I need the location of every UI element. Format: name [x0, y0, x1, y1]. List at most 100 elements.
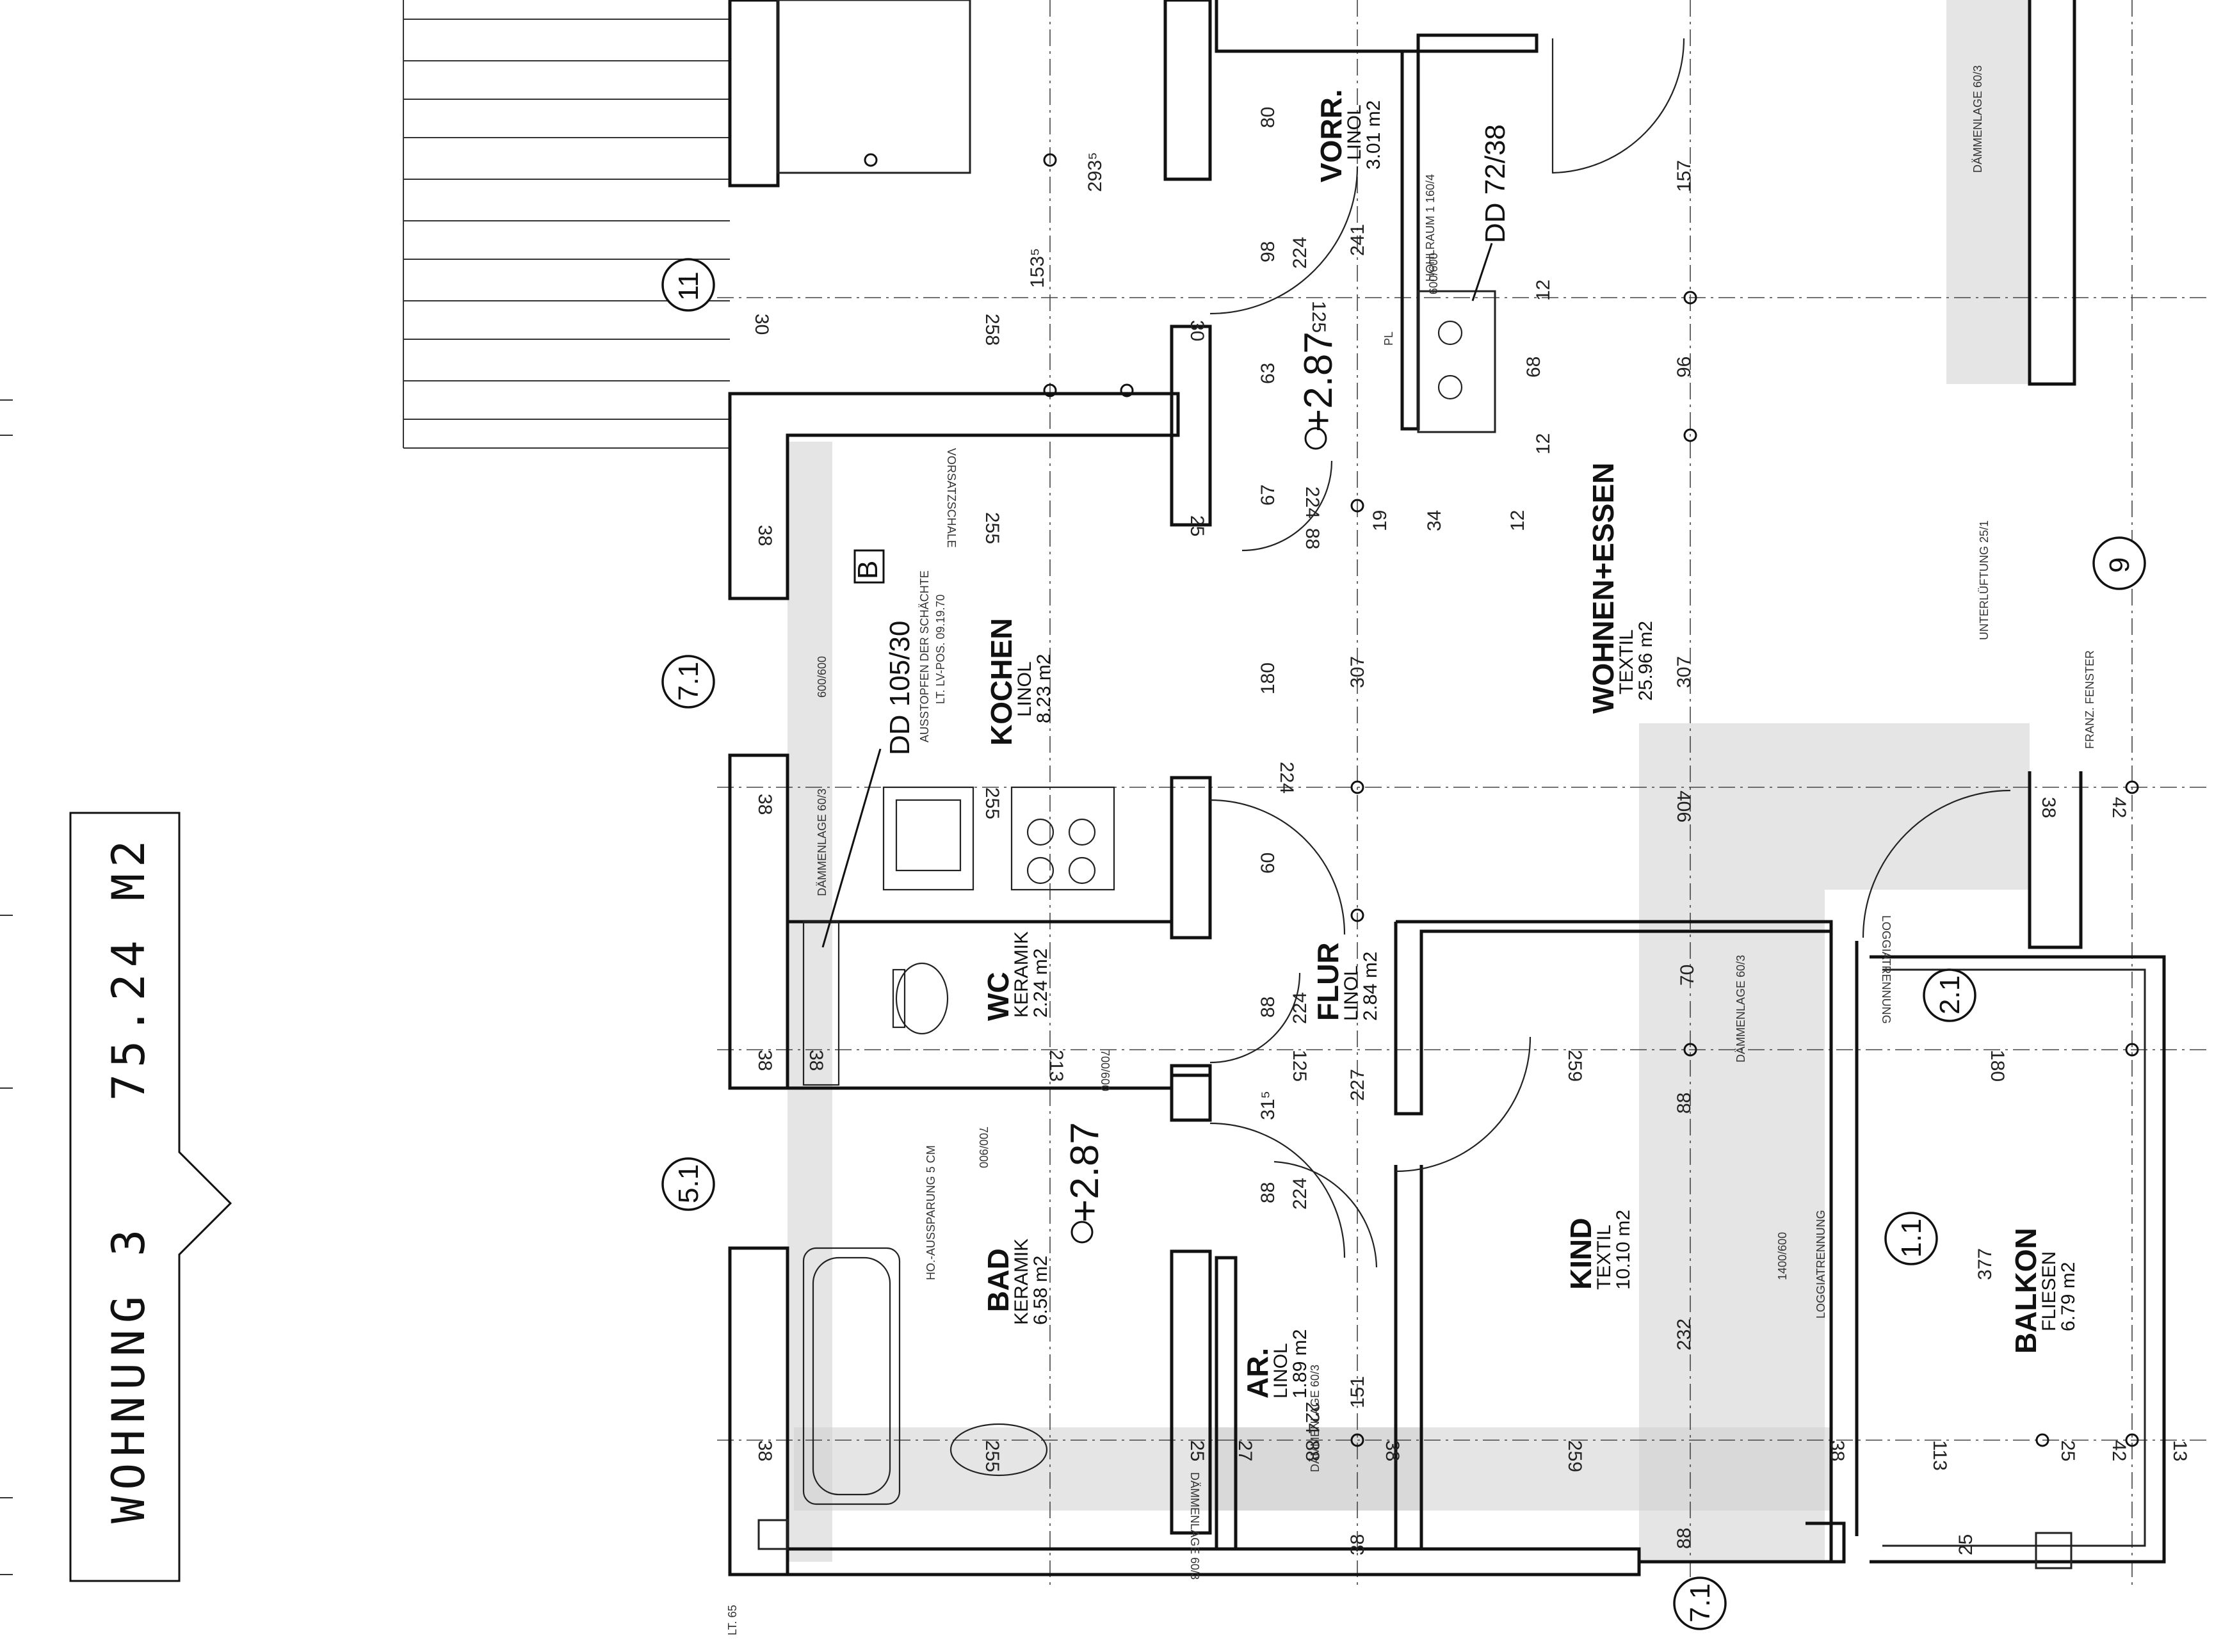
duct-dd-105-30: DD 105/30	[884, 621, 916, 755]
axis-1-1: 1.1	[1896, 1219, 1927, 1258]
dim: 180	[1257, 662, 1279, 694]
room-kind-floor: TEXTIL	[1594, 1224, 1615, 1290]
dim: 224	[1289, 237, 1311, 269]
dimension-ticks	[864, 153, 2139, 1447]
room-wohnen-name: WOHNEN+ESSEN	[1587, 463, 1620, 714]
room-wohnen-floor: TEXTIL	[1616, 629, 1637, 694]
dim: 38	[1382, 1440, 1403, 1461]
note-daemmlage-4: DÄMMENLAGE 60/3	[1309, 1365, 1321, 1472]
dim: 113	[1929, 1440, 1950, 1471]
room-bad-name: BAD	[982, 1248, 1015, 1312]
dim: 27	[1234, 1440, 1256, 1461]
dim: 224	[1289, 1178, 1311, 1210]
annotations: VORSATZSCHALE DÄMMENLAGE 60/3 DÄMMENLAGE…	[726, 65, 2096, 1635]
duct-note-1: AUSSTOPFEN DER SCHÄCHTE	[918, 570, 931, 742]
axis-markers	[661, 258, 2146, 1630]
room-wc-floor: KERAMIK	[1011, 931, 1032, 1018]
dim: 60	[1257, 853, 1279, 874]
dim: 13	[2169, 1440, 2190, 1461]
dim: 224	[1289, 992, 1311, 1024]
room-kochen-name: KOCHEN	[985, 618, 1018, 746]
section-marker-b-label: B	[852, 561, 884, 579]
dim: 25	[1186, 515, 1208, 536]
note-600-600: 600/600	[816, 656, 828, 698]
room-flur-area: 2.84 m2	[1360, 952, 1381, 1021]
dim: 157	[1674, 160, 1695, 192]
dim: 42	[2108, 1440, 2129, 1461]
room-vorr-area: 3.01 m2	[1363, 100, 1384, 170]
axis-7-1-bottom: 7.1	[1685, 1584, 1716, 1623]
dim: 88	[1302, 1440, 1323, 1461]
dim: 224	[1276, 762, 1297, 794]
room-vorr-floor: LINOL	[1344, 104, 1365, 160]
dim: 12	[1507, 510, 1528, 531]
dim: 307	[1674, 656, 1695, 688]
section-marker-b	[853, 549, 885, 584]
dim: 12	[1533, 280, 1554, 301]
dim: 307	[1347, 656, 1368, 688]
dim: 38	[754, 1440, 775, 1461]
axis-5-1: 5.1	[673, 1164, 704, 1203]
axis-7-1: 7.1	[673, 662, 704, 701]
room-kochen-floor: LINOL	[1014, 661, 1035, 717]
dimension-labels: 80 293⁵ 153⁵ 258 30 30 98 224 241 125 15…	[751, 107, 2190, 1555]
hatched-zones	[788, 0, 2030, 1562]
dim: 213	[1046, 1050, 1067, 1082]
level-upper: +2.87	[1297, 332, 1341, 432]
dim: 34	[1424, 510, 1445, 531]
note-daemmlage-3: DÄMMENLAGE 60/3	[1734, 955, 1747, 1063]
dim: 98	[1257, 241, 1279, 262]
level-marker-2	[1071, 1221, 1094, 1244]
dim: 30	[1186, 320, 1208, 341]
duct-dd-72-38: DD 72/38	[1480, 124, 1511, 243]
room-ar-floor: LINOL	[1270, 1343, 1291, 1399]
dim: 224	[1302, 486, 1323, 518]
dim: 153⁵	[1027, 248, 1048, 289]
dim: 406	[1673, 790, 1694, 822]
duct-note-2: LT. LV-POS. 09.19.70	[934, 595, 947, 704]
dim: 38	[754, 794, 775, 815]
dim: 259	[1564, 1440, 1585, 1472]
dim: 38	[754, 525, 775, 546]
dim: 38	[1347, 1534, 1368, 1555]
dim: 80	[1257, 107, 1279, 128]
level-marker-1	[1304, 427, 1327, 450]
note-daemmlage-5: DÄMMENLAGE 60/3	[1188, 1472, 1201, 1580]
dim: 88	[1257, 1182, 1279, 1203]
staircase	[403, 0, 971, 449]
note-unterlueftung: UNTERLÜFTUNG 25/1	[1978, 520, 1991, 640]
room-kochen-area: 8.23 m2	[1033, 654, 1054, 723]
dim: 25	[2057, 1440, 2078, 1461]
dim: 70	[1677, 965, 1698, 986]
level-bad: +2.87	[1063, 1122, 1107, 1223]
room-wc-name: WC	[982, 972, 1015, 1021]
dim: 25	[1186, 1440, 1208, 1461]
room-ar-area: 1.89 m2	[1289, 1329, 1311, 1399]
dim: 42	[2108, 797, 2129, 818]
dim: 30	[751, 314, 772, 335]
room-vorr-name: VORR.	[1314, 89, 1348, 182]
dim: 293⁵	[1085, 152, 1106, 193]
note-ho-aussparung: HO.-AUSSPARUNG 5 CM	[925, 1145, 937, 1280]
dim: 19	[1370, 510, 1391, 531]
doors	[1209, 38, 2011, 1268]
dim: 38	[1827, 1440, 1848, 1461]
unit-area: 75.24 M2	[102, 834, 155, 1101]
room-labels: VORR. LINOL 3.01 m2 WOHNEN+ESSEN TEXTIL …	[982, 89, 2079, 1399]
note-vorsatzschale: VORSATZSCHALE	[945, 448, 958, 548]
dim: 63	[1257, 363, 1279, 384]
dim: 227	[1347, 1069, 1368, 1101]
room-bad-floor: KERAMIK	[1011, 1239, 1032, 1325]
room-balkon-floor: FLIESEN	[2039, 1251, 2060, 1331]
room-wc-area: 2.24 m2	[1030, 949, 1051, 1018]
room-ar-name: AR.	[1241, 1348, 1274, 1399]
note-1400-600: 1400/600	[1776, 1232, 1789, 1280]
axis-11: 11	[673, 271, 704, 301]
note-loggiatrennung-2: LOGGIATRENNUNG	[1814, 1210, 1827, 1319]
dim: 96	[1674, 357, 1695, 378]
axis-2-1: 2.1	[1934, 975, 1966, 1014]
room-flur-floor: LINOL	[1341, 965, 1362, 1021]
dim: 88	[1674, 1093, 1695, 1114]
note-700-600: 700/600	[1099, 1050, 1111, 1091]
